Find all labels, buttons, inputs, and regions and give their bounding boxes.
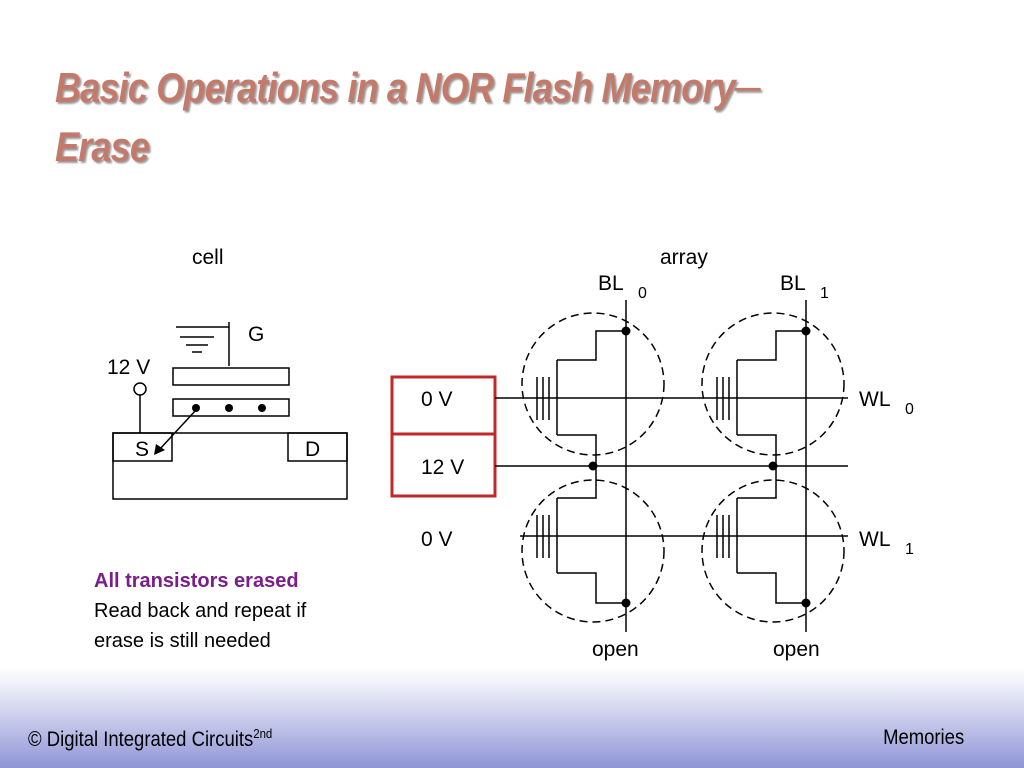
wordline-1-index: 1 <box>905 541 914 558</box>
junction-dot <box>801 598 811 608</box>
footer-section: Memories <box>882 726 964 749</box>
wordline-0-name: WL <box>859 388 891 411</box>
slide-title-line-1: Basic Operations in a NOR Flash Memory─ <box>55 64 760 111</box>
source-terminal <box>133 382 147 396</box>
junction-dot <box>621 598 631 608</box>
bitline-0-name: BL <box>598 272 624 295</box>
footer-edition: 2nd <box>253 726 273 741</box>
erase-note: All transistors erased Read back and rep… <box>94 566 306 656</box>
array-label: array <box>660 246 708 269</box>
floating-gate-transistor <box>716 330 806 466</box>
footer-copyright-text: © Digital Integrated Circuits <box>28 728 254 751</box>
slide-title: Basic Operations in a NOR Flash Memory─ … <box>55 58 855 176</box>
trapped-electron <box>258 404 266 412</box>
bitline-1-name: BL <box>780 272 806 295</box>
junction-dot <box>801 326 811 336</box>
wordline-0-index: 0 <box>905 401 914 418</box>
wordline-1-name: WL <box>859 528 891 551</box>
cell-voltage-label: 12 V <box>107 356 150 379</box>
cell-outline <box>521 312 665 456</box>
bitline-1-index: 1 <box>820 285 829 302</box>
cell-outline <box>701 479 845 623</box>
gate-label: G <box>248 323 264 346</box>
bitline-1-state: open <box>773 638 820 661</box>
drain-label: D <box>305 438 320 461</box>
drain-region <box>287 432 348 462</box>
trapped-electron <box>192 404 200 412</box>
wordline-1-voltage: 0 V <box>421 528 453 551</box>
note-heading: All transistors erased <box>94 570 299 592</box>
trapped-electron <box>225 404 233 412</box>
note-line: erase is still needed <box>94 630 271 652</box>
wordline-0-voltage: 0 V <box>421 388 453 411</box>
junction-dot <box>621 326 631 336</box>
slide-title-line-2: Erase <box>55 123 150 170</box>
floating-gate-transistor <box>716 466 806 604</box>
bitline-0-state: open <box>592 638 639 661</box>
floating-gate-transistor <box>536 330 626 466</box>
source-line-voltage-box <box>390 432 497 498</box>
tunneling-arrow-icon <box>154 444 165 455</box>
control-gate <box>172 367 290 386</box>
slide-footer: © Digital Integrated Circuits2nd Memorie… <box>0 668 1024 768</box>
cell-label: cell <box>192 246 224 269</box>
source-line-voltage: 12 V <box>421 456 464 479</box>
source-region <box>112 432 173 462</box>
cell-outline <box>521 479 665 623</box>
ground-icon <box>176 322 230 366</box>
cell-diagram: cell G 12 V S D <box>107 246 348 500</box>
bitline-0-index: 0 <box>638 285 647 302</box>
junction-dot <box>768 461 778 471</box>
note-line: Read back and repeat if <box>94 600 307 622</box>
floating-gate <box>172 398 290 417</box>
array-diagram: array BL 0 BL 1 WL 0 WL 1 0 V 12 V 0 V o… <box>390 246 914 661</box>
cell-outline <box>701 312 845 456</box>
floating-gate-transistor <box>536 466 626 604</box>
footer-copyright: © Digital Integrated Circuits2nd <box>28 726 272 752</box>
substrate <box>112 432 348 500</box>
source-label: S <box>135 438 149 461</box>
junction-dot <box>588 461 598 471</box>
